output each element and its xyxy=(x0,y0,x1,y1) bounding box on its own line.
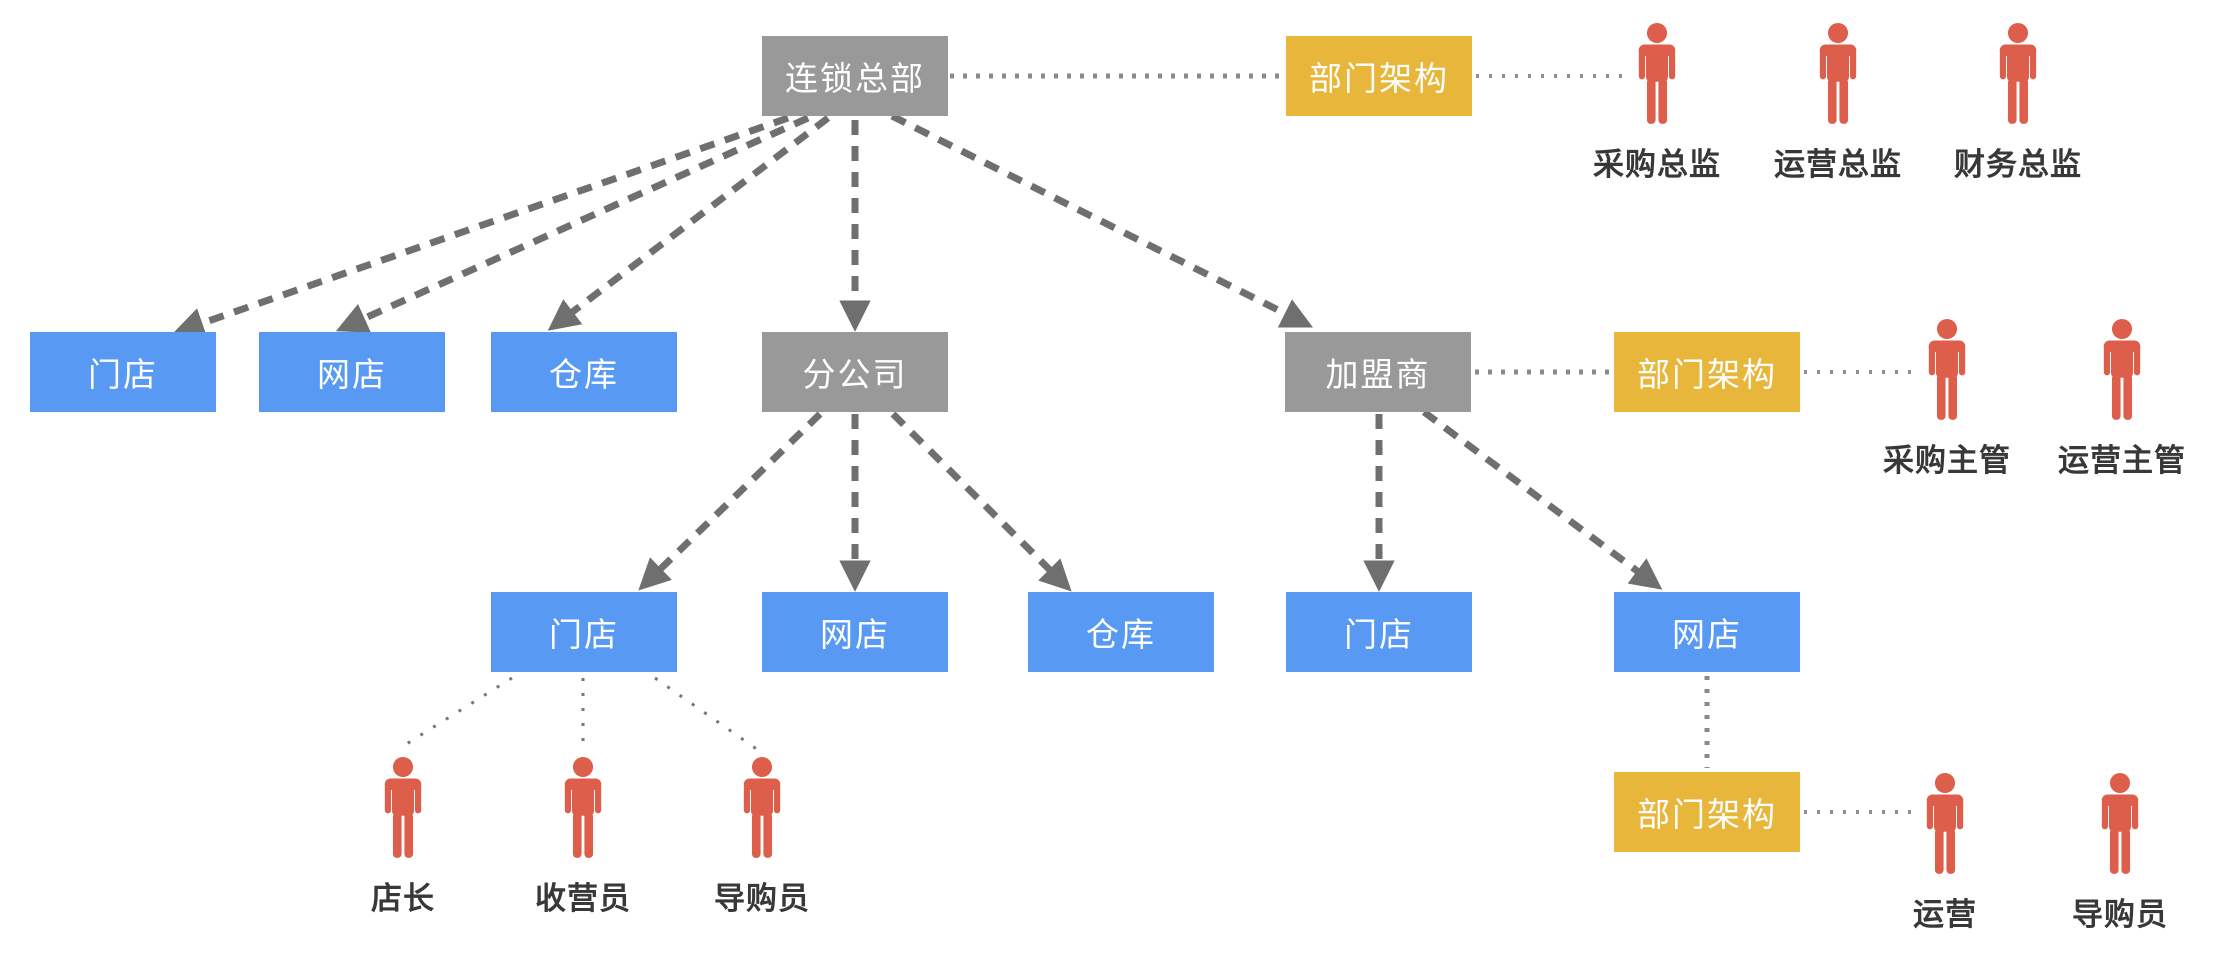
person-icon xyxy=(2101,772,2139,874)
person-icon xyxy=(1926,772,1964,874)
edge-branch-store xyxy=(638,411,823,591)
person-icon xyxy=(2103,318,2141,420)
node-store-branch: 门店 xyxy=(491,592,677,672)
node-label: 加盟商 xyxy=(1325,356,1431,393)
person-icon xyxy=(743,756,781,858)
edge-hq-webstore xyxy=(335,114,810,333)
node-store-l2: 门店 xyxy=(30,332,216,412)
node-label: 部门架构 xyxy=(1309,60,1449,97)
person-label: 运营 xyxy=(1913,897,1977,932)
node-dept-structure-webstore: 部门架构 xyxy=(1614,772,1800,852)
person-label: 收营员 xyxy=(535,881,631,916)
person-icon xyxy=(564,756,602,858)
edge-hq-franchisee xyxy=(890,112,1314,328)
person-label: 导购员 xyxy=(2072,897,2168,932)
node-label: 部门架构 xyxy=(1637,356,1777,393)
edge-hq-store xyxy=(172,114,790,339)
person-operations-director: 运营总监 xyxy=(1753,22,1923,184)
person-icon xyxy=(384,756,422,858)
person-operations-staff: 运营 xyxy=(1860,772,2030,934)
node-label: 网店 xyxy=(1672,616,1742,653)
node-label: 仓库 xyxy=(549,356,619,393)
node-webstore-franchisee: 网店 xyxy=(1614,592,1800,672)
node-label: 网店 xyxy=(820,616,890,653)
person-icon xyxy=(1638,22,1676,124)
node-branch-company: 分公司 xyxy=(762,332,948,412)
person-cashier: 收营员 xyxy=(498,756,668,918)
edge-store-guide xyxy=(654,676,759,752)
node-label: 网店 xyxy=(317,356,387,393)
person-finance-director: 财务总监 xyxy=(1933,22,2103,184)
edge-franchisee-webstore xyxy=(1421,409,1663,590)
person-label: 采购总监 xyxy=(1593,147,1721,182)
node-warehouse-l2: 仓库 xyxy=(491,332,677,412)
node-store-franchisee: 门店 xyxy=(1286,592,1472,672)
node-warehouse-branch: 仓库 xyxy=(1028,592,1214,672)
node-label: 门店 xyxy=(1344,616,1414,653)
person-icon xyxy=(1819,22,1857,124)
person-label: 运营主管 xyxy=(2058,443,2186,478)
node-label: 连锁总部 xyxy=(785,60,925,97)
node-label: 分公司 xyxy=(802,356,908,393)
node-webstore-branch: 网店 xyxy=(762,592,948,672)
person-icon xyxy=(1928,318,1966,420)
person-operations-supervisor: 运营主管 xyxy=(2037,318,2207,480)
node-label: 仓库 xyxy=(1086,616,1156,653)
node-dept-structure-hq: 部门架构 xyxy=(1286,36,1472,116)
person-purchasing-director: 采购总监 xyxy=(1572,22,1742,184)
node-franchisee: 加盟商 xyxy=(1285,332,1471,412)
edge-branch-warehouse xyxy=(890,411,1072,592)
person-store-manager: 店长 xyxy=(318,756,488,918)
edge-store-manager xyxy=(399,676,513,750)
person-shopping-guide-store: 导购员 xyxy=(677,756,847,918)
person-icon xyxy=(1999,22,2037,124)
node-webstore-l2: 网店 xyxy=(259,332,445,412)
node-label: 门店 xyxy=(549,616,619,653)
edge-hq-warehouse xyxy=(547,115,831,331)
person-label: 店长 xyxy=(371,881,435,916)
node-chain-headquarters: 连锁总部 xyxy=(762,36,948,116)
node-label: 门店 xyxy=(88,356,158,393)
node-dept-structure-franchisee: 部门架构 xyxy=(1614,332,1800,412)
person-label: 采购主管 xyxy=(1883,443,2011,478)
person-label: 财务总监 xyxy=(1954,147,2082,182)
node-label: 部门架构 xyxy=(1637,796,1777,833)
person-label: 运营总监 xyxy=(1774,147,1902,182)
person-purchasing-supervisor: 采购主管 xyxy=(1862,318,2032,480)
person-shopping-guide-webstore: 导购员 xyxy=(2035,772,2205,934)
person-label: 导购员 xyxy=(714,881,810,916)
